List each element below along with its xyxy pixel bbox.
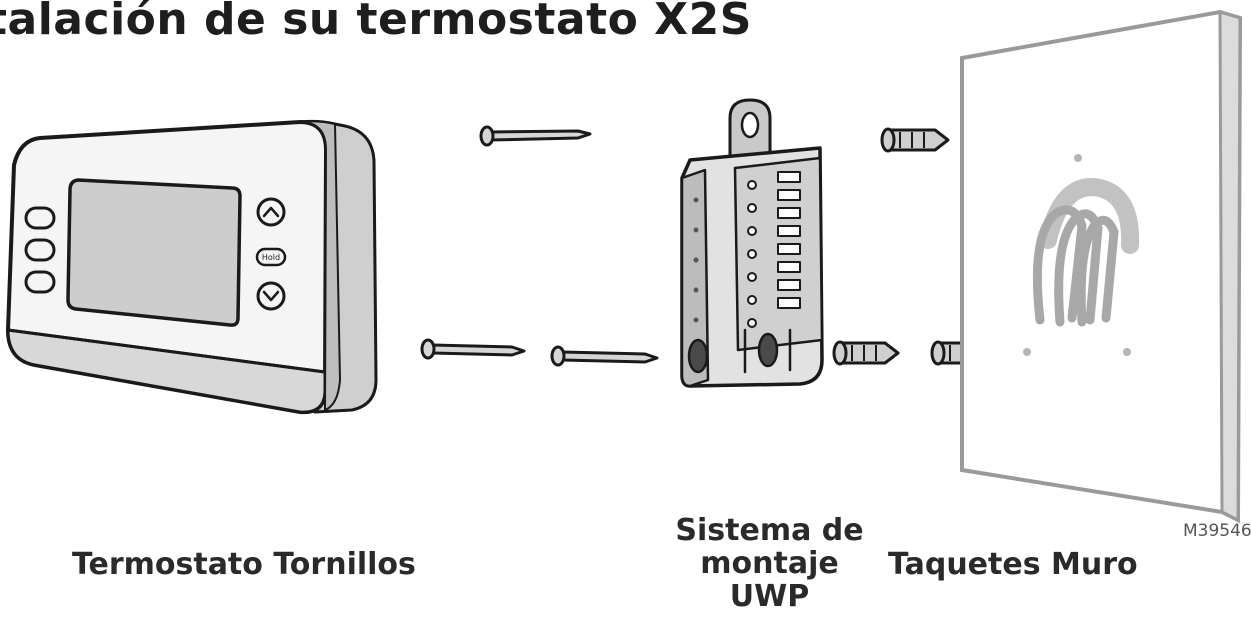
label-thermostat-screws: Termostato Tornillos <box>72 547 416 582</box>
wall <box>960 9 1243 524</box>
wall-wires <box>1032 178 1140 327</box>
down-arrow-icon <box>256 281 286 311</box>
anchor-top <box>880 127 950 153</box>
page-title: talación de su termostato X2S <box>0 0 752 45</box>
screw-top <box>479 125 592 147</box>
wall-hole-top <box>1074 154 1082 162</box>
hold-button <box>255 247 287 267</box>
up-arrow-icon <box>256 197 286 227</box>
left-button-bottom <box>24 270 56 294</box>
label-uwp-line1: Sistema de <box>675 513 864 548</box>
screws <box>420 125 659 367</box>
figure-code: M39546 <box>1183 521 1251 541</box>
left-buttons <box>24 206 56 294</box>
label-uwp-line3: UWP <box>729 579 810 614</box>
label-anchors-wall: Taquetes Muro <box>888 547 1138 582</box>
wall-hole-right <box>1123 348 1131 356</box>
screw-bottom-left <box>420 338 526 360</box>
label-uwp-line2: montaje <box>700 546 839 581</box>
label-uwp-mount: Sistema de montaje UWP <box>662 514 877 613</box>
uwp-mount <box>680 98 824 388</box>
anchor-bottom-left <box>832 340 900 366</box>
left-button-middle <box>24 238 56 262</box>
screw-bottom-right <box>550 345 659 367</box>
hold-button-label: Hold <box>262 253 280 262</box>
thermostat <box>6 119 378 415</box>
left-button-top <box>24 206 56 230</box>
wall-hole-left <box>1023 348 1031 356</box>
